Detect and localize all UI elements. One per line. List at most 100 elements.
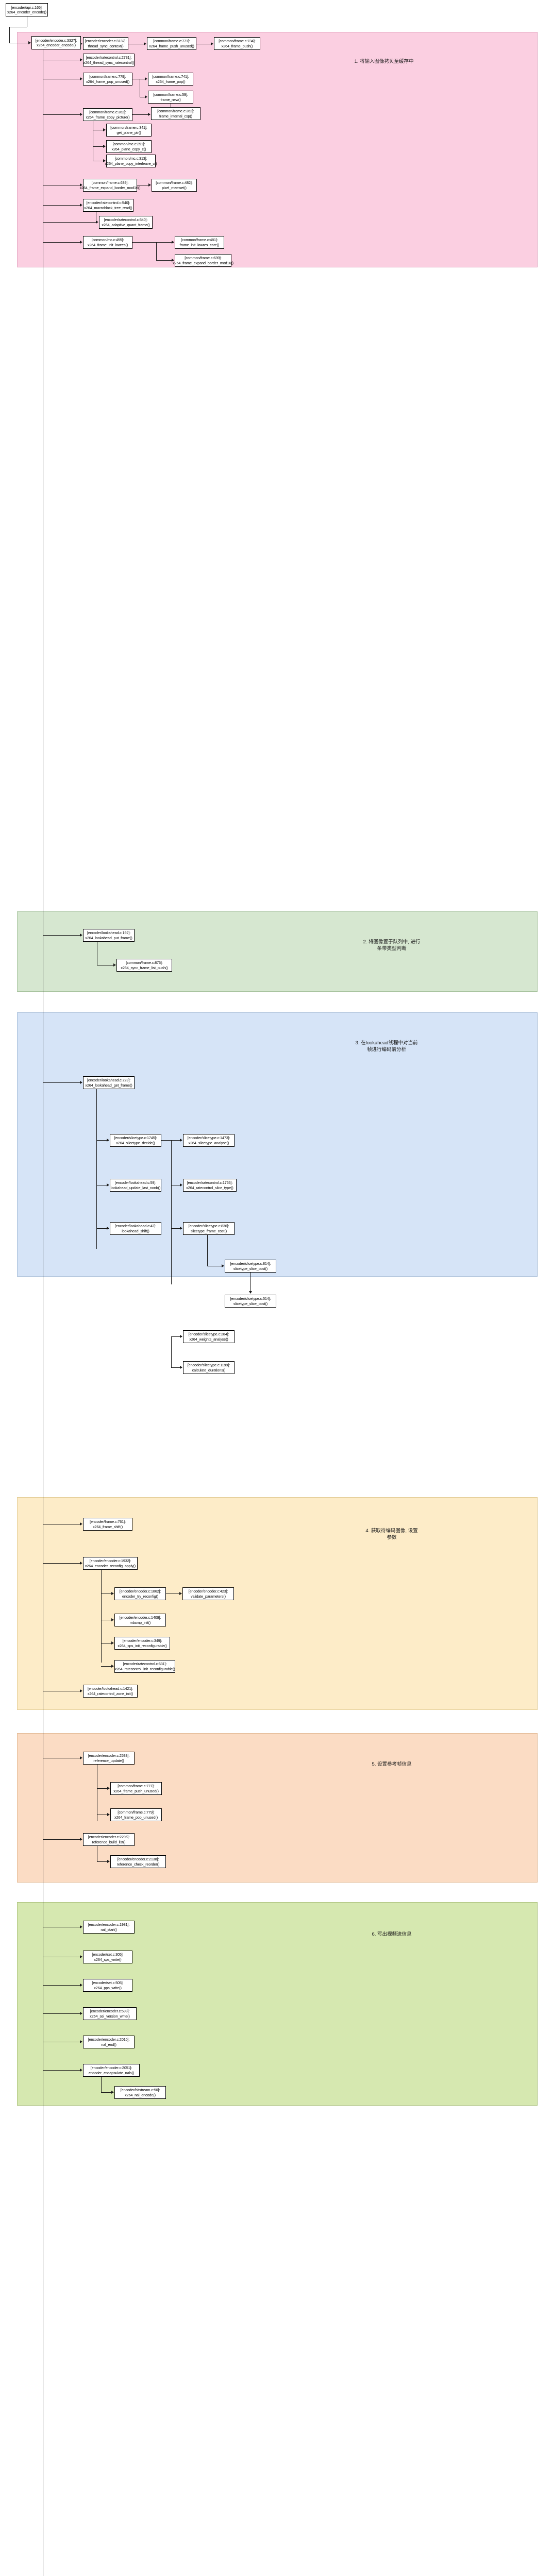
node-line-2: x264_frame_shift() <box>92 1524 123 1529</box>
node-s6-sps-write[interactable]: [encoder/set.c:305]: x264_sps_write() <box>83 1951 132 1963</box>
node-s5-reference-update[interactable]: [encoder/encoder.c:2533]: reference_upda… <box>83 1752 135 1765</box>
node-s2-lookahead-put-frame[interactable]: [encoder/lookahead.c:192]: x264_lookahea… <box>83 929 135 942</box>
node-s3-lookahead-shift[interactable]: [encoder/lookahead.c:42]: lookahead_shif… <box>110 1222 161 1235</box>
node-s4-validate-parameters[interactable]: [encoder/encoder.c:423]: validate_parame… <box>182 1587 234 1600</box>
arrow-head <box>172 241 174 244</box>
arrow-head <box>80 1081 82 1084</box>
node-line-2: x264_slicetype_analyse() <box>188 1140 229 1145</box>
section-4-panel <box>17 1497 538 1710</box>
node-line-1: [encoder/ratecontrol.c:540]: <box>86 200 130 206</box>
node-s3-slicetype-slice-cost-814[interactable]: [encoder/slicetype.c:814]: slicetype_sli… <box>225 1260 276 1273</box>
section-4-title: 4. 获取待编码图像, 设置 参数 <box>365 1528 418 1540</box>
arrow-head <box>144 42 146 45</box>
connector-horizontal <box>171 1367 182 1368</box>
node-s1-frame-internal-csp[interactable]: [common/frame.c:362]: frame_internal_csp… <box>151 107 200 120</box>
arrow-head <box>80 77 82 80</box>
node-s3-slicetype-decide[interactable]: [encoder/slicetype.c:1745]: x264_slicety… <box>110 1134 161 1147</box>
node-s1-thread-sync-context[interactable]: [encoder/encoder.c:3132]: thread_sync_co… <box>83 37 128 50</box>
arrow-head <box>80 241 82 244</box>
node-line-2: x264_plane_copy_interleave_c() <box>105 161 157 166</box>
node-s5-reference-build-list[interactable]: [encoder/encoder.c:2296]: reference_buil… <box>83 1833 135 1846</box>
node-s3-lookahead-update-last-nonb[interactable]: [encoder/lookahead.c:59]: lookahead_upda… <box>110 1179 161 1192</box>
node-line-1: [encoder/encoder.c:1932]: <box>89 1558 131 1564</box>
node-line-2: x264_frame_init_lowres() <box>87 242 128 247</box>
node-s1-frame-push[interactable]: [common/frame.c:734]: x264_frame_push() <box>214 37 260 50</box>
node-s1-thread-sync-ratecontrol[interactable]: [encoder/ratecontrol.c:2731]: x264_threa… <box>83 54 135 66</box>
node-line-1: [encoder/encoder.c:2533]: <box>88 1753 130 1758</box>
node-s6-encoder-encapsulate-nals[interactable]: [encoder/encoder.c:2051]: encoder_encaps… <box>83 2064 140 2077</box>
node-s1-plane-copy-c[interactable]: [common/mc.c:291]: x264_plane_copy_c() <box>106 140 152 153</box>
node-s3-slicetype-slice-cost-514[interactable]: [encoder/slicetype.c:514]: slicetype_sli… <box>225 1295 276 1308</box>
node-line-2: reference_check_reorder() <box>116 1861 160 1867</box>
node-s4-frame-shift[interactable]: [encoder/frame.c:761]: x264_frame_shift(… <box>83 1518 132 1531</box>
node-s6-sei-version-write[interactable]: [encoder/encoder.c:593]: x264_sei_versio… <box>83 2007 137 2020</box>
node-s1-frame-pop[interactable]: [common/frame.c:741]: x264_frame_pop() <box>148 73 193 86</box>
node-s1-frame-new[interactable]: [common/frame.c:59]: frame_new() <box>148 91 193 104</box>
arrow-head <box>80 42 82 45</box>
node-s5-frame-pop-unused[interactable]: [common/frame.c:779]: x264_frame_pop_unu… <box>110 1808 162 1821</box>
node-line-1: [encoder/encoder.c:1981]: <box>88 1922 130 1927</box>
node-line-2: encoder_encapsulate_nals() <box>88 2070 135 2075</box>
node-s1-frame-push-unused[interactable]: [common/frame.c:771]: x264_frame_push_un… <box>147 37 196 50</box>
node-s1-expand-border-mod16-b[interactable]: [common/frame.c:639]: x264_frame_expand_… <box>173 254 233 267</box>
connector-horizontal <box>43 1082 81 1083</box>
node-s3-ratecontrol-slice-type[interactable]: [encoder/ratecontrol.c:1766]: x264_ratec… <box>183 1179 237 1192</box>
arrow-head <box>111 1592 114 1595</box>
node-s3-lookahead-get-frame[interactable]: [encoder/lookahead.c:223]: x264_lookahea… <box>83 1076 135 1089</box>
node-s4-sps-init-reconfigurable[interactable]: [encoder/encoder.c:349]: x264_sps_init_r… <box>114 1637 170 1650</box>
node-s6-nal-end[interactable]: [encoder/encoder.c:2010]: nal_end() <box>83 2036 135 2048</box>
node-s1-frame-init-lowres-core[interactable]: [common/frame.c:481]: frame_init_lowres_… <box>175 236 224 249</box>
node-s4-mbcmp-init[interactable]: [encoder/encoder.c:1409]: mbcmp_init() <box>114 1614 166 1626</box>
connector-vertical <box>96 1089 97 1249</box>
section-1-panel <box>17 32 538 267</box>
node-line-1: [encoder/ratecontrol.c:631]: <box>123 1662 167 1667</box>
connector-horizontal <box>43 1563 81 1564</box>
node-s3-slicetype-analyse[interactable]: [encoder/slicetype.c:1473]: x264_slicety… <box>183 1134 235 1147</box>
node-s1-frame-init-lowres[interactable]: [common/mc.c:455]: x264_frame_init_lowre… <box>83 236 132 249</box>
node-s1-expand-border-mod16[interactable]: [common/frame.c:639]: x264_frame_expand_… <box>80 179 141 192</box>
node-line-1: [encoder/encoder.c:2051]: <box>90 2065 132 2071</box>
node-s6-nal-encode[interactable]: [encoder/bitstream.c:50]: x264_nal_encod… <box>114 2086 166 2099</box>
arrow-head <box>211 42 213 45</box>
node-line-1: [encoder/slicetype.c:814]: <box>230 1261 271 1266</box>
node-s3-calculate-durations[interactable]: [encoder/slicetype.c:1199]: calculate_du… <box>183 1361 235 1374</box>
arrow-head <box>80 2012 82 2015</box>
node-line-1: [encoder/encoder.c:423]: <box>188 1589 228 1594</box>
node-s5-reference-check-reorder[interactable]: [encoder/encoder.c:2138]: reference_chec… <box>110 1855 166 1868</box>
node-s1-frame-copy-picture[interactable]: [common/frame.c:362]: x264_frame_copy_pi… <box>83 108 132 121</box>
node-s1-get-plane-ptr[interactable]: [common/frame.c:341]: get_plane_ptr() <box>106 124 152 137</box>
node-s4-encoder-try-reconfig[interactable]: [encoder/encoder.c:1862]: encoder_try_re… <box>114 1587 166 1600</box>
node-line-1: [encoder/lookahead.c:223]: <box>87 1078 131 1083</box>
node-line-1: [common/frame.c:771]: <box>153 39 190 44</box>
node-line-1: [common/mc.c:455]: <box>91 238 124 243</box>
node-s4-encoder-reconfig-apply[interactable]: [encoder/encoder.c:1932]: x264_encoder_r… <box>83 1557 138 1570</box>
connector-horizontal <box>96 1140 109 1141</box>
node-root-api-encode[interactable]: [encoder/api.c:165]: x264_encoder_encode… <box>6 3 48 16</box>
node-s1-adaptive-quant-frame[interactable]: [encoder/ratecontrol.c:540]: x264_adapti… <box>99 216 153 229</box>
connector-vertical <box>250 1273 251 1293</box>
arrow-head <box>180 1227 182 1230</box>
node-line-2: x264_encoder_encode() <box>7 10 46 14</box>
node-line-2: mbcmp_init() <box>129 1620 151 1625</box>
arrow-head <box>111 1618 114 1621</box>
node-s1-frame-pop-unused[interactable]: [common/frame.c:779]: x264_frame_pop_unu… <box>83 73 132 86</box>
node-s5-frame-push-unused[interactable]: [common/frame.c:771]: x264_frame_push_un… <box>110 1782 162 1795</box>
node-line-2: x264_encoder_reconfig_apply() <box>85 1563 136 1568</box>
node-s6-pps-write[interactable]: [encoder/set.c:505]: x264_pps_write() <box>83 1979 132 1992</box>
node-s1-plane-copy-interleave-c[interactable]: [common/mc.c:313]: x264_plane_copy_inter… <box>105 155 157 167</box>
node-s3-weights-analyse[interactable]: [encoder/slicetype.c:284]: x264_weights_… <box>183 1330 235 1343</box>
node-line-2: x264_frame_pop_unused() <box>86 79 129 84</box>
node-s1-macroblock-tree-read[interactable]: [encoder/ratecontrol.c:540]: x264_macrob… <box>83 199 133 212</box>
node-s3-slicetype-frame-cost[interactable]: [encoder/slicetype.c:836]: slicetype_fra… <box>183 1222 235 1235</box>
arrow-head <box>111 1641 114 1645</box>
node-s6-nal-start[interactable]: [encoder/encoder.c:1981]: nal_start() <box>83 1921 135 1934</box>
connector-horizontal <box>161 1140 182 1141</box>
node-line-1: [encoder/bitstream.c:50]: <box>120 2088 160 2093</box>
node-s4-ratecontrol-zone-init[interactable]: [encoder/lookahead.c:1421]: x264_ratecon… <box>83 1685 138 1698</box>
node-line-1: [common/frame.c:639]: <box>91 180 129 185</box>
node-s1-pixel-memset[interactable]: [common/frame.c:482]: pixel_memset() <box>152 179 197 192</box>
node-s2-sync-frame-list-push[interactable]: [common/frame.c:876]: x264_sync_frame_li… <box>116 959 172 972</box>
node-entry-encoder-encode[interactable]: [encoder/encoder.c:3327]: x264_encoder_e… <box>31 36 81 49</box>
node-s4-ratecontrol-init-reconfigurable[interactable]: [encoder/ratecontrol.c:631]: x264_rateco… <box>114 1660 175 1673</box>
